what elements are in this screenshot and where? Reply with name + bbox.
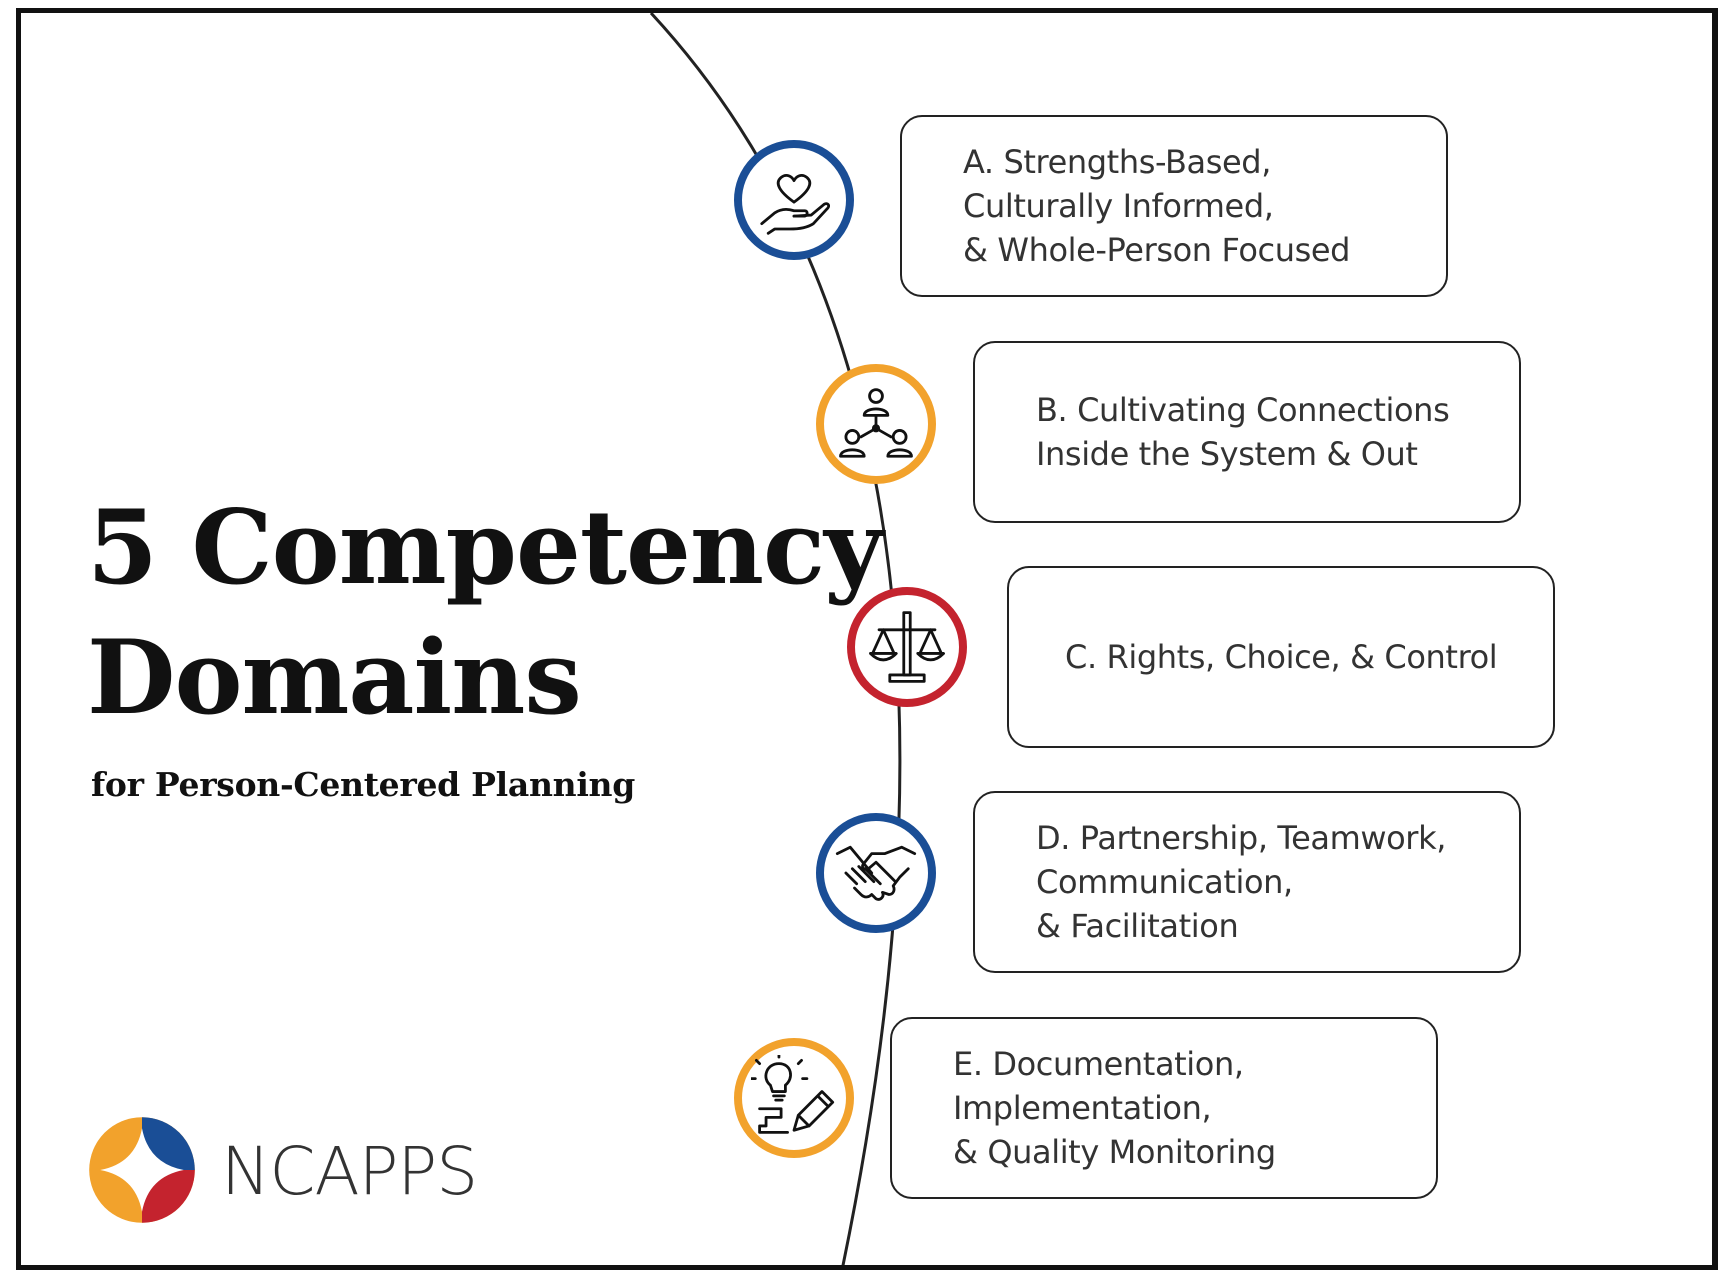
- domain-card-e: E. Documentation, Implementation, & Qual…: [890, 1017, 1438, 1199]
- connector-arc: [649, 13, 902, 1265]
- people-network-icon: [816, 364, 936, 484]
- domain-card-b: B. Cultivating Connections Inside the Sy…: [973, 341, 1521, 523]
- title-line-2: Domains: [87, 618, 582, 738]
- title-line-1: 5 Competency: [87, 488, 883, 608]
- ncapps-wordmark: NCAPPS: [221, 1133, 478, 1210]
- domain-label-e: E. Documentation, Implementation, & Qual…: [953, 1045, 1276, 1171]
- domain-label-b: B. Cultivating Connections Inside the Sy…: [1036, 391, 1450, 473]
- infographic-frame: 5 Competency Domains for Person-Centered…: [16, 8, 1718, 1270]
- lightbulb-pencil-icon: [734, 1038, 854, 1158]
- domain-card-c: C. Rights, Choice, & Control: [1007, 566, 1555, 748]
- domain-card-d: D. Partnership, Teamwork, Communication,…: [973, 791, 1521, 973]
- handshake-icon: [816, 813, 936, 933]
- heart-in-hand-icon: [734, 140, 854, 260]
- page-title: 5 Competency Domains: [87, 483, 883, 743]
- domain-card-a: A. Strengths-Based, Culturally Informed,…: [900, 115, 1448, 297]
- page-subtitle: for Person-Centered Planning: [91, 765, 636, 804]
- scales-icon: [847, 587, 967, 707]
- domain-label-d: D. Partnership, Teamwork, Communication,…: [1036, 819, 1446, 945]
- domain-label-c: C. Rights, Choice, & Control: [1065, 638, 1498, 676]
- domain-label-a: A. Strengths-Based, Culturally Informed,…: [963, 143, 1351, 269]
- ncapps-logo-icon: [89, 1117, 195, 1223]
